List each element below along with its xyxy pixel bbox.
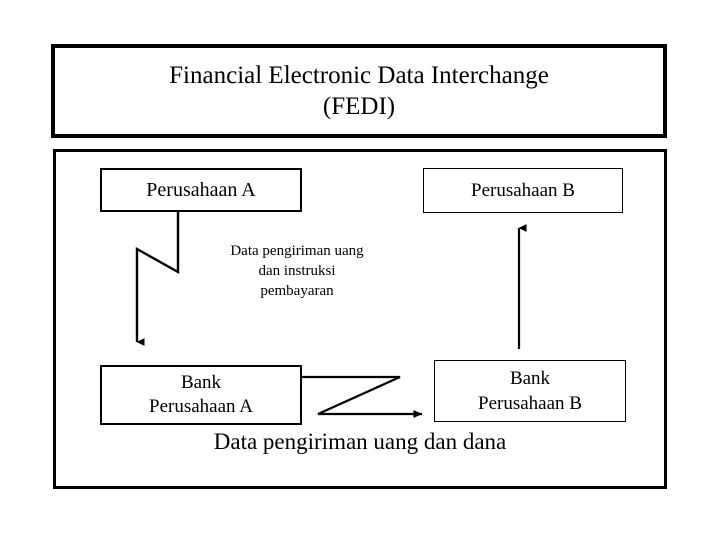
title-line-1: Financial Electronic Data Interchange [169,62,549,89]
title-box: Financial Electronic Data Interchange (F… [51,44,667,138]
node-perusahaan-a-label: Perusahaan A [146,179,256,201]
flow-label-down: Data pengiriman uang dan instruksi pemba… [182,241,412,301]
node-bank-perusahaan-a-line-1: Bank [180,372,222,393]
node-bank-perusahaan-a[interactable]: Bank Perusahaan A [100,365,302,425]
node-bank-perusahaan-b-line-2: Perusahaan B [478,393,582,414]
node-bank-perusahaan-a-line-2: Perusahaan A [149,396,253,417]
node-bank-perusahaan-b[interactable]: Bank Perusahaan B [434,360,626,422]
flow-label-down-line-1: Data pengiriman uang [230,243,364,259]
node-perusahaan-a[interactable]: Perusahaan A [100,168,302,212]
flow-label-down-line-2: dan instruksi [258,263,336,279]
node-perusahaan-b[interactable]: Perusahaan B [423,168,623,213]
flow-label-bottom: Data pengiriman uang dan dana [213,429,507,454]
node-bank-perusahaan-b-line-1: Bank [509,368,551,389]
flow-label-down-line-3: pembayaran [260,283,334,299]
node-perusahaan-b-label: Perusahaan B [471,180,575,201]
title-line-2: (FEDI) [322,93,396,120]
